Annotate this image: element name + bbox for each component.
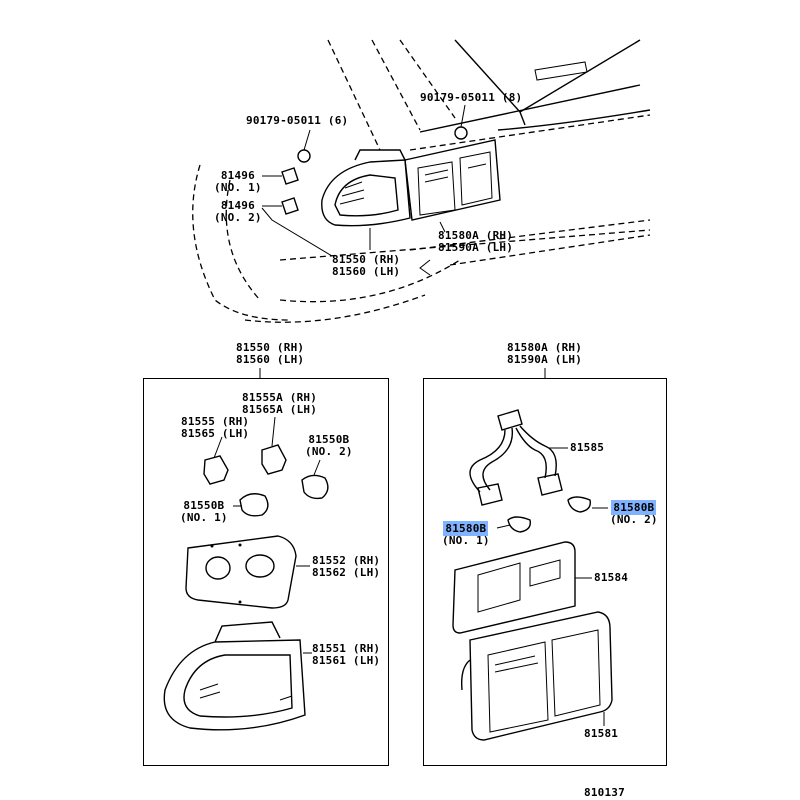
label-clip-right[interactable]: 90179-05011 (8) (420, 91, 523, 104)
label-license-assy[interactable]: 81580A (RH)81590A (LH) (438, 229, 514, 254)
panel-combination-lamp (143, 378, 389, 766)
bulb-81580b-no1 (496, 516, 531, 533)
lens-81581 (460, 611, 613, 741)
label-socket-no2[interactable]: 81496(NO. 2) (214, 199, 262, 224)
gasket-81552 (185, 535, 310, 609)
wire-81585 (469, 409, 568, 506)
label-bulb-81550b-no1[interactable]: 81550B(NO. 1) (180, 499, 228, 524)
label-lens-81581[interactable]: 81581 (584, 727, 619, 740)
label-socket-81555a[interactable]: 81555A (RH)81565A (LH) (242, 391, 318, 416)
label-gasket-81552[interactable]: 81552 (RH)81562 (LH) (312, 554, 381, 579)
bulb-81550b-no2 (301, 459, 329, 500)
lens-81551 (163, 621, 312, 731)
label-socket-81555[interactable]: 81555 (RH)81565 (LH) (181, 415, 250, 440)
label-left-panel-header[interactable]: 81550 (RH)81560 (LH) (236, 341, 305, 366)
illustration-number: 810137 (584, 786, 625, 799)
label-lamp-assy[interactable]: 81550 (RH)81560 (LH) (332, 253, 401, 278)
socket-no2 (262, 197, 299, 215)
label-bulb-81580b-no2[interactable]: 81580B(NO. 2) (610, 500, 658, 526)
license-lamp-top (404, 139, 501, 221)
label-gasket-81584[interactable]: 81584 (594, 571, 629, 584)
rear-combination-lamp-top (321, 149, 411, 227)
label-clip-left[interactable]: 90179-05011 (6) (246, 114, 349, 127)
clip-left (297, 129, 311, 163)
bulb-81580b-no2 (567, 496, 608, 513)
label-right-panel-header[interactable]: 81580A (RH)81590A (LH) (507, 341, 583, 366)
label-lens-81551[interactable]: 81551 (RH)81561 (LH) (312, 642, 381, 667)
socket-81555 (203, 436, 229, 485)
socket-81555a (261, 416, 287, 475)
label-socket-no1[interactable]: 81496(NO. 1) (214, 169, 262, 194)
clip-right (454, 104, 468, 140)
vehicle-rear-outline (192, 39, 651, 323)
gasket-81584 (452, 541, 592, 634)
socket-no1 (262, 167, 299, 185)
label-wire-81585[interactable]: 81585 (570, 441, 605, 454)
label-bulb-81580b-no1[interactable]: 81580B(NO. 1) (442, 521, 490, 547)
label-bulb-81550b-no2[interactable]: 81550B(NO. 2) (305, 433, 353, 458)
bulb-81550b-no1 (233, 493, 269, 517)
panel-license-lamp (423, 378, 667, 766)
